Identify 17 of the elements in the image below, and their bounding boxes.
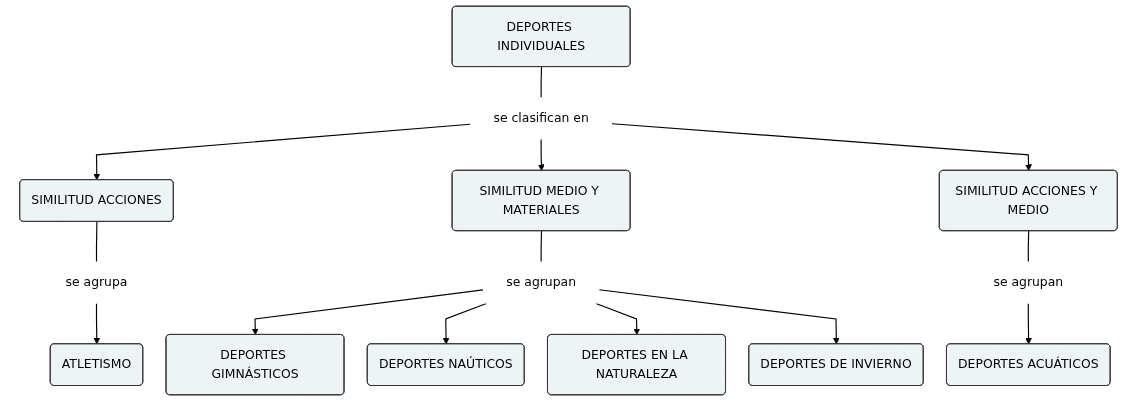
connector [95,221,98,263]
arrow [611,123,1032,171]
arrow [93,123,471,181]
node-text: se agrupan [506,274,576,290]
arrow [1025,302,1032,345]
node-text: se clasifican en [493,110,589,126]
connector [540,230,543,263]
arrow [251,289,484,336]
arrow [595,302,641,336]
arrow [442,302,487,345]
connector [540,66,543,99]
arrow [537,138,545,171]
connector [1027,230,1030,263]
node-text: se agrupan [993,274,1064,290]
arrow [598,289,840,345]
arrow [93,302,101,345]
node-text: se agrupa [65,274,128,290]
